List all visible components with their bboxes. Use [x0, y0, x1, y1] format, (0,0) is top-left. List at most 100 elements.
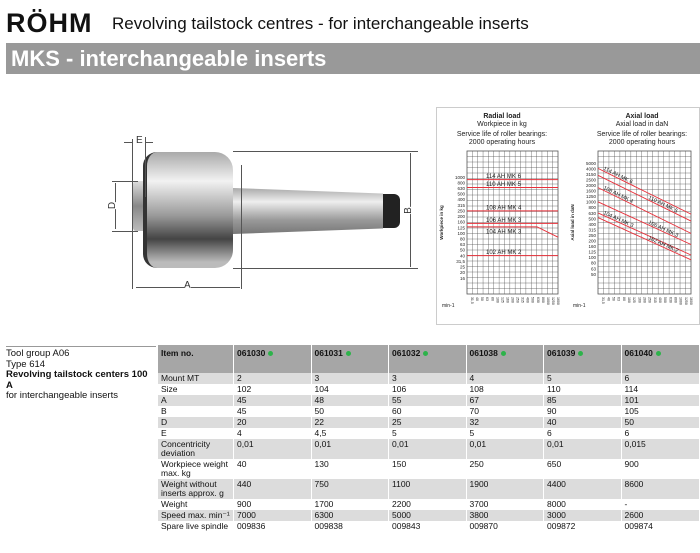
- axial-ytick: 125: [588, 250, 596, 255]
- item-number-text: 061040: [624, 348, 653, 358]
- radial-ytick: 80: [460, 237, 466, 242]
- table-cell: 6: [620, 428, 699, 439]
- table-cell: 48: [310, 395, 389, 406]
- dimension-line: [145, 142, 153, 143]
- axial-xtick: 1600: [689, 297, 693, 305]
- availability-dot-icon: [268, 351, 274, 357]
- table-cell: 4: [465, 373, 544, 384]
- radial-series-label: 108 AH MK 4: [486, 205, 522, 211]
- axial-xtick: 40: [606, 297, 610, 301]
- table-cell: 60: [388, 406, 466, 417]
- axial-ytick: 4000: [586, 166, 597, 171]
- row-label: Speed max. min⁻¹: [157, 510, 234, 521]
- axial-subtitle: Axial load in daN: [615, 121, 669, 128]
- item-number: 061030: [233, 345, 311, 373]
- axial-series-line: [597, 167, 692, 215]
- item-number-text: 061031: [314, 348, 343, 358]
- table-cell: 009870: [465, 521, 544, 532]
- row-label: Spare live spindle: [157, 521, 234, 532]
- axial-ytick: 315: [588, 227, 596, 232]
- table-cell: 3800: [465, 510, 544, 521]
- axial-y-label: Axial load in daN: [570, 204, 575, 240]
- radial-xtick: 31,5: [470, 297, 474, 304]
- table-cell: 8000: [543, 499, 621, 510]
- table-cell: 900: [620, 459, 699, 479]
- axial-xtick: 800: [673, 297, 677, 303]
- axial-xtick: 100: [627, 297, 631, 303]
- table-cell: 4,5: [310, 428, 389, 439]
- axial-ytick: 2500: [586, 177, 597, 182]
- axial-x-unit: min-1: [573, 303, 586, 309]
- axial-ytick: 2000: [586, 183, 597, 188]
- rohm-logo: RÖHM: [6, 8, 93, 38]
- table-cell: -: [620, 499, 699, 510]
- axial-xtick: 1000: [679, 297, 683, 305]
- availability-dot-icon: [423, 351, 429, 357]
- radial-xtick: 50: [480, 297, 484, 301]
- table-cell: 6: [543, 428, 621, 439]
- axial-series-label: 114 AH MK 6: [602, 166, 633, 186]
- radial-series-label: 104 AH MK 3: [486, 229, 522, 235]
- dimension-line: [233, 151, 418, 152]
- axial-xtick: 160: [637, 297, 641, 303]
- item-number: 061039: [543, 345, 621, 373]
- table-cell: 6300: [310, 510, 389, 521]
- radial-ytick: 63: [460, 242, 466, 247]
- axial-service: Service life of roller bearings:: [596, 131, 688, 138]
- axial-series-line: [597, 174, 692, 222]
- table-cell: 650: [543, 459, 621, 479]
- axial-ytick: 200: [588, 239, 596, 244]
- table-cell: 3000: [543, 510, 621, 521]
- table-cell: 1100: [388, 479, 466, 499]
- radial-ytick: 40: [460, 253, 466, 258]
- table-cell: 130: [310, 459, 389, 479]
- radial-xtick: 1250: [551, 297, 555, 305]
- radial-series-label: 102 AH MK 2: [486, 250, 522, 256]
- dimension-line: [145, 137, 146, 197]
- table-cell: 3: [388, 373, 466, 384]
- table-cell: 009838: [310, 521, 389, 532]
- tool-group: Tool group A06: [6, 348, 70, 359]
- table-cell: 105: [620, 406, 699, 417]
- row-label: E: [157, 428, 234, 439]
- table-cell: 1900: [465, 479, 544, 499]
- item-number: 061038: [465, 345, 544, 373]
- axial-ytick: 5000: [586, 161, 597, 166]
- dimension-line: [233, 268, 418, 269]
- table-cell: 0,01: [543, 439, 621, 459]
- radial-xtick: 160: [505, 297, 509, 303]
- table-cell: 50: [620, 417, 699, 428]
- table-cell: 6: [620, 373, 699, 384]
- axial-title: Axial load: [625, 113, 659, 120]
- axial-series-line: [597, 217, 692, 261]
- table-cell: 1700: [310, 499, 389, 510]
- radial-ytick: 125: [457, 225, 465, 230]
- header-label: Item no.: [157, 345, 234, 373]
- row-label: A: [157, 395, 234, 406]
- radial-ytick: 250: [457, 208, 465, 213]
- axial-ytick: 80: [591, 261, 597, 266]
- row-label: Concentricity deviation: [157, 439, 234, 459]
- page-title: MKS - interchangeable inserts: [6, 43, 700, 74]
- dim-e-label: E: [136, 135, 143, 146]
- table-cell: 009874: [620, 521, 699, 532]
- axial-xtick: 31,5: [601, 297, 605, 304]
- axial-ytick: 400: [588, 222, 596, 227]
- table-cell: 2: [233, 373, 311, 384]
- item-number-text: 061032: [392, 348, 421, 358]
- radial-series-label: 110 AH MK 5: [486, 182, 522, 188]
- radial-ytick: 25: [460, 265, 466, 270]
- table-cell: 101: [620, 395, 699, 406]
- axial-ytick: 100: [588, 255, 596, 260]
- axial-ytick: 50: [591, 272, 597, 277]
- row-label: Mount MT: [157, 373, 234, 384]
- radial-xtick: 250: [516, 297, 520, 303]
- axial-ytick: 1000: [586, 200, 597, 205]
- table-cell: 900: [233, 499, 311, 510]
- dimension-line: [241, 165, 242, 289]
- table-cell: 3700: [465, 499, 544, 510]
- axial-xtick: 50: [611, 297, 615, 301]
